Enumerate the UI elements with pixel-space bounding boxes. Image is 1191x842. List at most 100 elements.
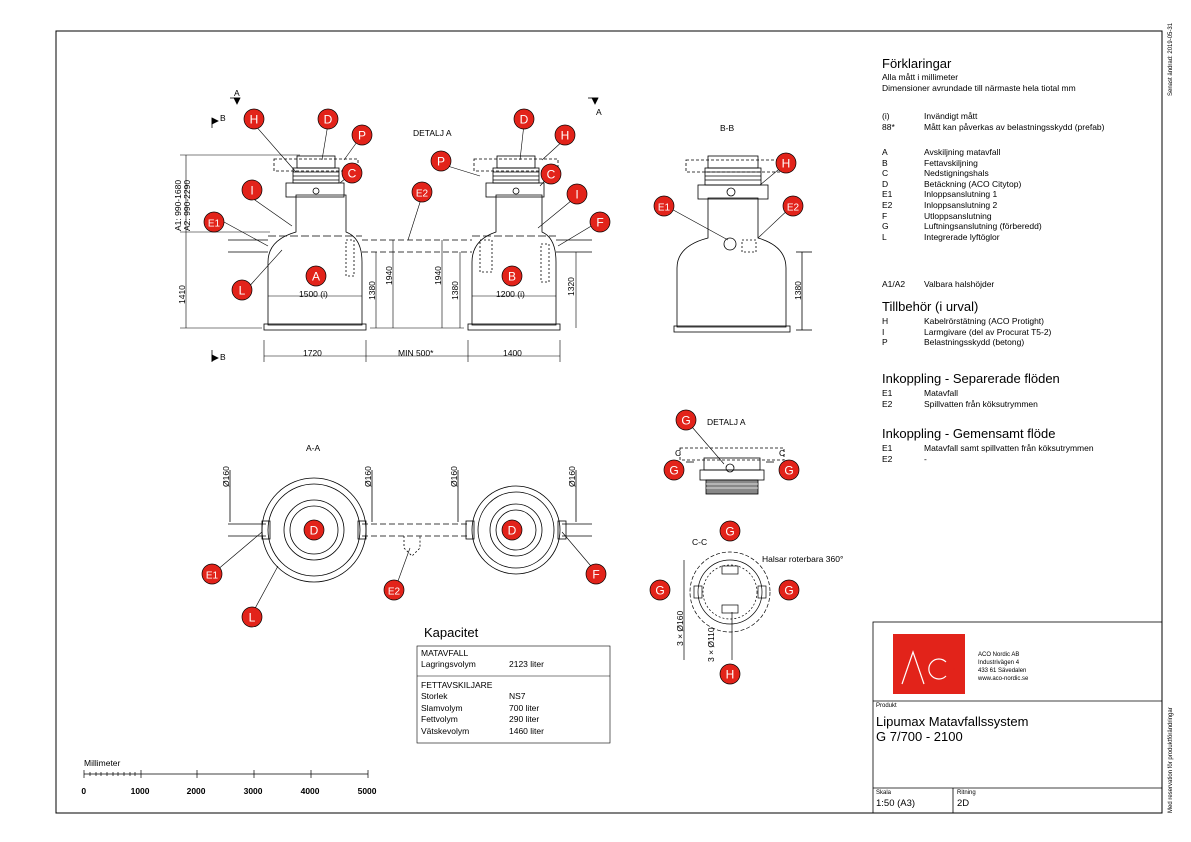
separated-item-code: E2 [882,398,893,409]
svg-text:E1: E1 [206,571,219,582]
legend-item-text: Betäckning (ACO Citytop) [924,178,1022,189]
accessory-item-code: H [882,316,889,326]
accessory-item-text: Belastningsskydd (betong) [924,337,1025,348]
dim-1940-a: 1940 [384,266,394,285]
marker-f: F [585,563,607,585]
svg-text:F: F [596,216,603,230]
legend-item-code: A [882,147,888,157]
detail-a-view [679,447,785,495]
svg-text:H: H [782,157,791,171]
common-item-code: E1 [882,443,893,453]
marker-g: G [675,409,697,431]
svg-text:E1: E1 [658,203,671,214]
product-name: Lipumax Matavfallssystem [876,714,1029,729]
capacity-label: Storlek [421,691,448,701]
marker-e1: E1 [653,195,675,217]
cc-view [683,551,771,660]
legend-item-text: Avskiljning matavfall [924,147,1001,157]
marker-d: D [501,519,523,541]
legend-item-code: E1 [882,189,893,200]
dim-1720: 1720 [303,348,322,358]
marker-p: P [430,150,452,172]
legend-title: Förklaringar [882,56,952,71]
common-item-code: E2 [882,453,893,464]
svg-text:G: G [784,464,793,478]
svg-text:H: H [561,129,570,143]
svg-text:C: C [348,167,357,181]
legend-item-text: Integrerade lyftöglor [924,231,1000,242]
marker-d: D [317,108,339,130]
svg-text:G: G [681,414,690,428]
capacity-label: Slamvolym [421,702,463,713]
accessory-item-code: I [882,326,885,337]
accessory-item-text: Kabelrörstätning (ACO Protight) [924,316,1044,326]
legend-item-code: E2 [882,200,893,210]
scale-tick-label: 1000 [130,786,150,796]
capacity-value: 290 liter [509,714,540,724]
drawing-value: 2D [957,798,970,809]
capacity-table [416,645,611,744]
note-code: 88* [882,122,895,132]
dim-d160-1: Ø160 [221,466,231,487]
legend-a1a2-code: A1/A2 [882,279,906,289]
svg-text:G: G [784,584,793,598]
scale-tick-label: 3000 [243,786,263,796]
capacity-group1: MATAVFALL [421,648,469,658]
dim-d160-2: Ø160 [363,466,373,487]
bb-view [673,155,812,333]
legend-item-code: F [882,210,888,221]
marker-h: H [719,663,741,685]
capacity-value: 2123 liter [509,659,544,669]
legend-item-text: Inloppsanslutning 1 [924,189,998,200]
svg-text:D: D [310,524,319,538]
capacity-label: Vätskevolym [421,725,470,736]
marker-f: F [589,211,611,233]
marker-h: H [775,152,797,174]
capacity-value: NS7 [509,691,526,701]
company-line: 433 61 Sävedalen [978,668,1027,674]
svg-text:E2: E2 [416,189,429,200]
note-code: (i) [882,111,890,121]
legend-item-text: Luftningsanslutning (förberedd) [924,221,1042,232]
marker-g: G [778,579,800,601]
marker-a: A [305,265,327,287]
section-a-left: A [234,88,240,98]
section-a-right: A [596,107,602,117]
legend-item-text: Fettavskiljning [924,157,978,168]
svg-text:C: C [547,168,556,182]
legend-item-text: Inloppsanslutning 2 [924,200,998,210]
svg-text:G: G [655,584,664,598]
marker-i: I [241,179,263,201]
separated-title: Inkoppling - Separerade flöden [882,371,1060,386]
separated-item-code: E1 [882,388,893,398]
accessory-item-code: P [882,337,888,348]
svg-text:E1: E1 [208,219,221,230]
section-b-bottom: B [220,352,226,362]
legend-item-text: Utloppsanslutning [924,210,992,221]
title-block [872,621,1163,814]
scale-bar [83,770,369,778]
svg-text:G: G [725,525,734,539]
company-line: www.aco-nordic.se [978,676,1029,682]
marker-g: G [663,459,685,481]
scale-tick-label: 0 [81,786,87,796]
legend-item-code: G [882,221,889,232]
accessory-item-text: Larmgivare (del av Procurat T5-2) [924,326,1052,337]
sheet-frame [55,30,1163,814]
marker-i: I [566,183,588,205]
dim-1380-a: 1380 [367,281,377,300]
dim-1380-b: 1380 [450,281,460,300]
marker-c: C [341,162,363,184]
marker-h: H [243,108,265,130]
marker-h: H [554,124,576,146]
marker-l: L [241,606,263,628]
section-markers [211,97,599,362]
svg-text:I: I [250,184,253,198]
marker-l: L [231,279,253,301]
dim-1200: 1200 (i) [496,289,525,299]
marker-e2: E2 [411,181,433,203]
svg-text:G: G [669,464,678,478]
marker-g: G [778,459,800,481]
product-label: Produkt [876,703,897,709]
